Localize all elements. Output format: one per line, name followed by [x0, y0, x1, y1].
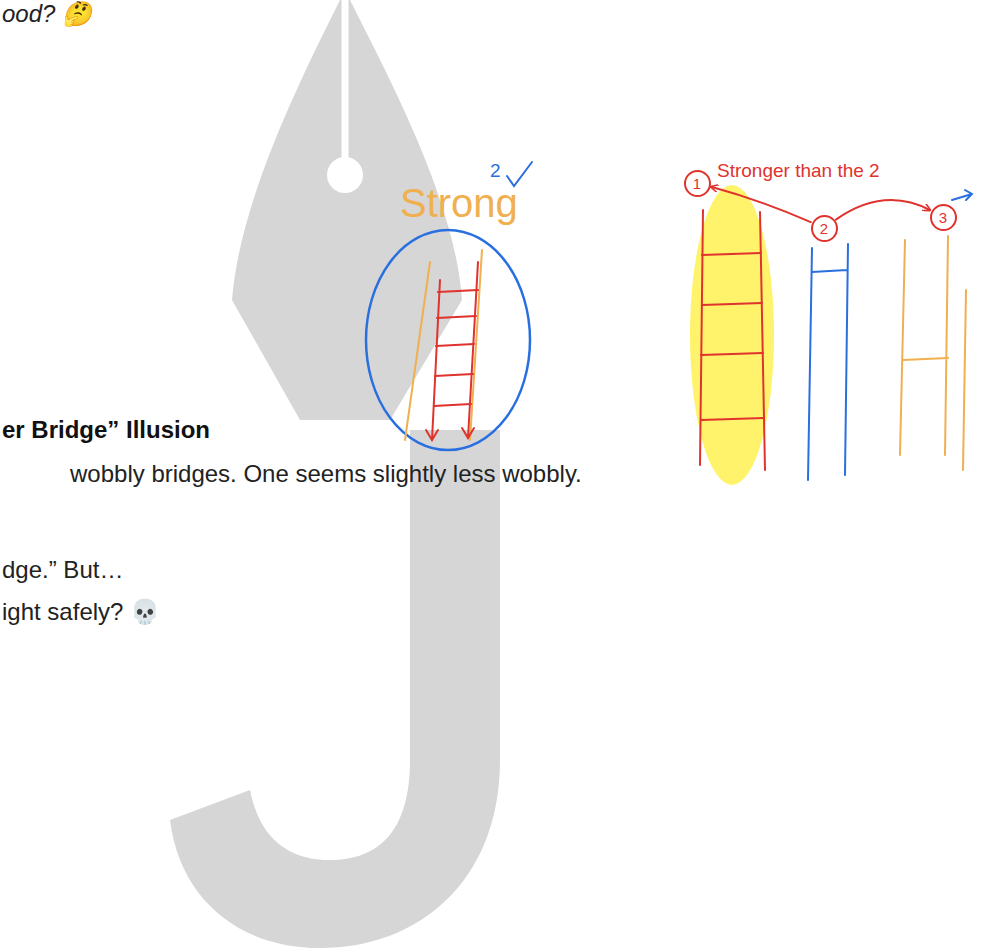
handwritten-note: Stronger than the 2	[717, 160, 880, 182]
text-fragment: wobbly bridges. One seems slightly less …	[70, 460, 582, 488]
arrow-connector	[711, 187, 811, 222]
callout-number: 3	[939, 210, 947, 225]
arrow-connector	[836, 200, 930, 220]
callout-number: 1	[693, 176, 701, 191]
callout-circle: 2	[811, 215, 838, 242]
text-fragment: ood? 🤔	[2, 0, 92, 28]
callout-number: 2	[820, 221, 828, 236]
ladder-sketch-circled	[366, 230, 530, 450]
ladder-sketches	[690, 185, 972, 485]
text-fragment: ight safely? 💀	[2, 598, 160, 626]
text-fragment: dge.” But…	[2, 556, 123, 584]
callout-circle: 1	[684, 170, 711, 197]
heading-fragment: er Bridge” Illusion	[2, 416, 210, 444]
handwritten-note: 2	[490, 160, 501, 182]
callout-circle: 3	[930, 204, 957, 231]
handwritten-note: Strong	[400, 180, 518, 226]
